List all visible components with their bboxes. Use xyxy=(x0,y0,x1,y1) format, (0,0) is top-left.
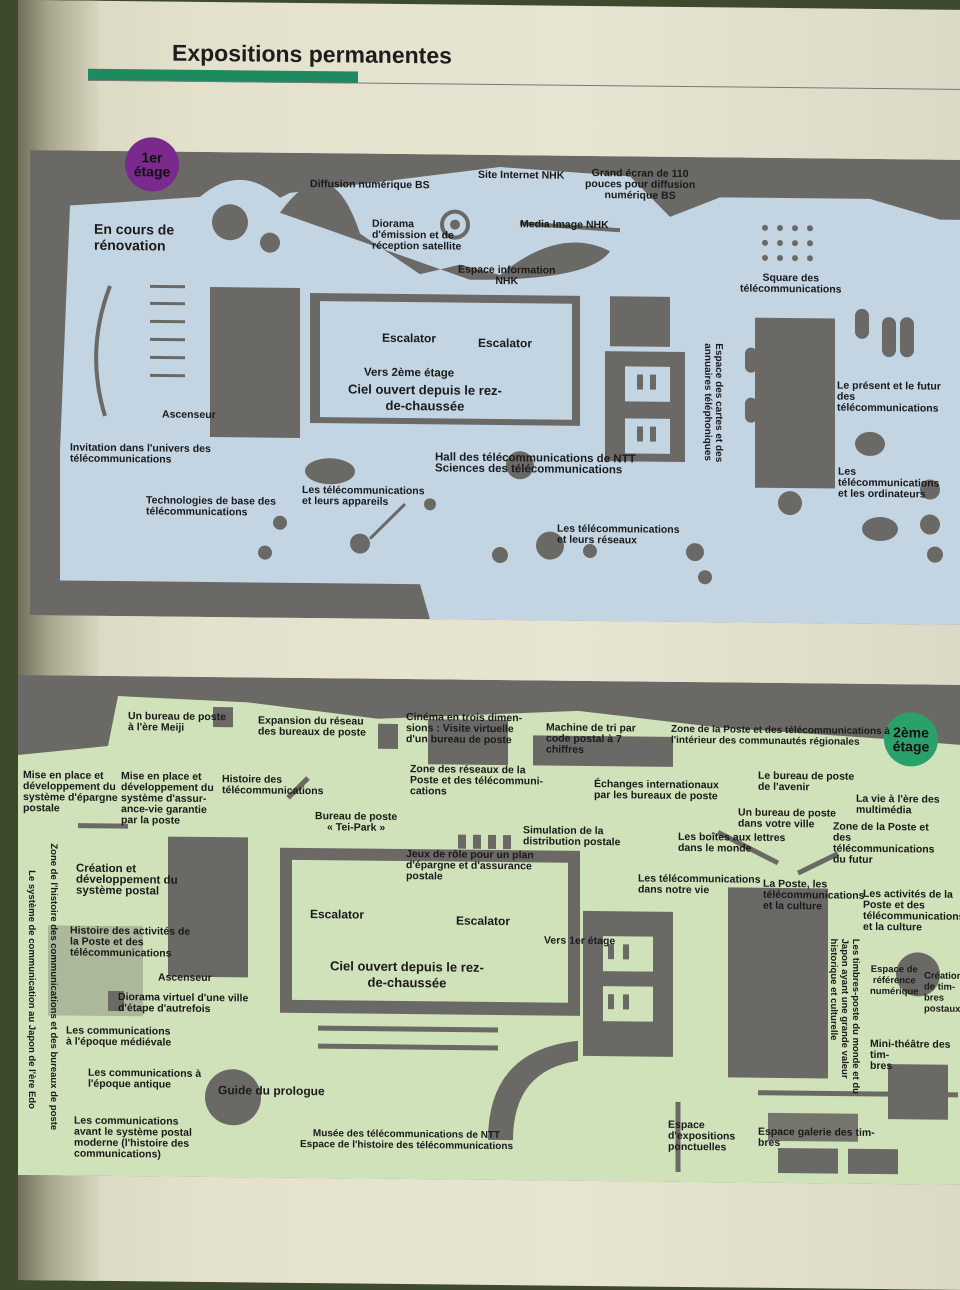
label-ascenseur: Ascenseur xyxy=(162,410,216,422)
label-espace-info: Espace information NHK xyxy=(458,265,555,288)
label-diorama: Diorama d'émission et de réception satel… xyxy=(372,219,461,253)
label-telecom-vie: Les télécommunications dans notre vie xyxy=(638,873,761,896)
label-simulation: Simulation de la distribution postale xyxy=(523,825,620,848)
label-telecom-ordinateurs: Les télécommunications et les ordinateur… xyxy=(838,467,960,501)
brochure-page: Expositions permanentes xyxy=(18,0,960,1290)
label-invitation: Invitation dans l'univers des télécommun… xyxy=(70,443,211,466)
label-diffusion-bs: Diffusion numérique BS xyxy=(310,179,430,191)
label-diorama-virtuel: Diorama virtuel d'une ville d'étape d'au… xyxy=(118,992,248,1015)
label-mise-epargne: Mise en place et développement du systèm… xyxy=(23,770,118,815)
label-bureau-ville: Un bureau de poste dans votre ville xyxy=(738,808,836,831)
label-zone-futur: Zone de la Poste et des télécommunicatio… xyxy=(833,822,935,867)
label-technologies: Technologies de base des télécommunicati… xyxy=(146,495,276,518)
label-creation-postal: Création et développement du système pos… xyxy=(76,864,178,898)
label-poste-culture: La Poste, les télécommunications et la c… xyxy=(763,879,865,913)
floor2-map[interactable]: 2ème étage Un bureau de poste à l'ère Me… xyxy=(18,675,960,1185)
label-renovation: En cours de rénovation xyxy=(94,221,174,254)
label-site-internet: Site Internet NHK xyxy=(478,170,564,182)
label-epoque-antique: Les communications à l'époque antique xyxy=(88,1068,201,1091)
label-media-image: Media Image NHK xyxy=(520,219,609,231)
label-systeme-vertical: Le système de communication au Japon de … xyxy=(26,870,37,1150)
label-vers-1er: Vers 1er étage xyxy=(544,936,615,948)
floor2-badge: 2ème étage xyxy=(884,712,938,767)
label-zone-histoire-vertical: Zone de l'histoire des communications et… xyxy=(48,843,59,1143)
label-galerie-timbres: Espace galerie des tim- bres xyxy=(758,1127,875,1150)
label-telecom-reseaux: Les télécommunications et leurs réseaux xyxy=(557,524,680,547)
label-mini-theatre: Mini-théâtre des tim- bres xyxy=(870,1039,960,1073)
title-underline xyxy=(88,80,960,90)
label-machine-tri: Machine de tri par code postal à 7 chiff… xyxy=(546,723,636,757)
label-timbres-vertical: Les timbres-poste du monde et du Japon a… xyxy=(828,938,861,1108)
label-vers-2eme: Vers 2ème étage xyxy=(364,368,454,380)
label-musee-ntt: Musée des télécommunications de NTT Espa… xyxy=(300,1128,513,1152)
label-escalator-right-2: Escalator xyxy=(456,913,510,930)
label-echanges: Échanges internationaux par les bureaux … xyxy=(594,779,719,802)
label-espace-reference: Espace de référence numérique xyxy=(870,964,919,998)
label-ascenseur-2: Ascenseur xyxy=(158,972,212,984)
label-boites-lettres: Les boîtes aux lettres dans le monde xyxy=(678,832,785,855)
label-jeux-role: Jeux de rôle pour un plan d'épargne et d… xyxy=(406,849,534,883)
label-histoire-telecom: Histoire des télécommunications xyxy=(222,774,324,797)
label-telecom-appareils: Les télécommunications et leurs appareil… xyxy=(302,485,425,508)
label-avant-postal: Les communications avant le système post… xyxy=(74,1116,192,1161)
label-zone-poste-interieur: Zone de la Poste et des télécommunicatio… xyxy=(671,724,890,748)
label-bureau-tei-park: Bureau de poste « Tei-Park » xyxy=(315,811,397,834)
label-escalator-left: Escalator xyxy=(382,330,436,347)
label-bureau-avenir: Le bureau de poste de l'avenir xyxy=(758,771,854,794)
label-bureau-meiji: Un bureau de poste à l'ère Meiji xyxy=(128,711,226,734)
label-espace-cartes: Espace des cartes et des annuaires télép… xyxy=(702,343,724,462)
label-present-futur: Le présent et le futur des télécommunica… xyxy=(837,381,960,415)
label-ciel-ouvert-2: Ciel ouvert depuis le rez- de-chaussée xyxy=(330,958,484,992)
label-vie-multimedia: La vie à l'ère des multimédia xyxy=(856,794,940,817)
label-epoque-medievale: Les communications à l'époque médiévale xyxy=(66,1026,171,1049)
floor1-map[interactable]: 1er étage Diffusion numérique BS Site In… xyxy=(30,150,960,625)
page-title: Expositions permanentes xyxy=(172,40,452,70)
label-grand-ecran: Grand écran de 110 pouces pour diffusion… xyxy=(585,168,695,202)
label-ciel-ouvert: Ciel ouvert depuis le rez- de-chaussée xyxy=(348,381,502,415)
label-expositions-ponctuelles: Espace d'expositions ponctuelles xyxy=(668,1120,735,1154)
label-escalator-left-2: Escalator xyxy=(310,906,364,923)
label-escalator-right: Escalator xyxy=(478,335,532,352)
label-creation-timbres: Création de tim- bres postaux xyxy=(924,970,960,1014)
label-activites-poste-culture: Les activités de la Poste et des télécom… xyxy=(863,889,960,934)
label-square: Square des télécommunications xyxy=(740,273,842,296)
label-cinema: Cinéma en trois dimen- sions : Visite vi… xyxy=(406,712,522,746)
floor1-badge: 1er étage xyxy=(125,137,179,192)
label-guide-prologue: Guide du prologue xyxy=(218,1082,325,1099)
label-hall-ntt: Hall des télécommunications de NTT Scien… xyxy=(435,452,636,476)
label-zone-reseaux: Zone des réseaux de la Poste et des télé… xyxy=(410,764,543,798)
label-mise-assurance: Mise en place et développement du systèm… xyxy=(121,771,214,827)
label-histoire-activites: Histoire des activités de la Poste et de… xyxy=(70,926,190,960)
label-expansion: Expansion du réseau des bureaux de poste xyxy=(258,716,366,739)
